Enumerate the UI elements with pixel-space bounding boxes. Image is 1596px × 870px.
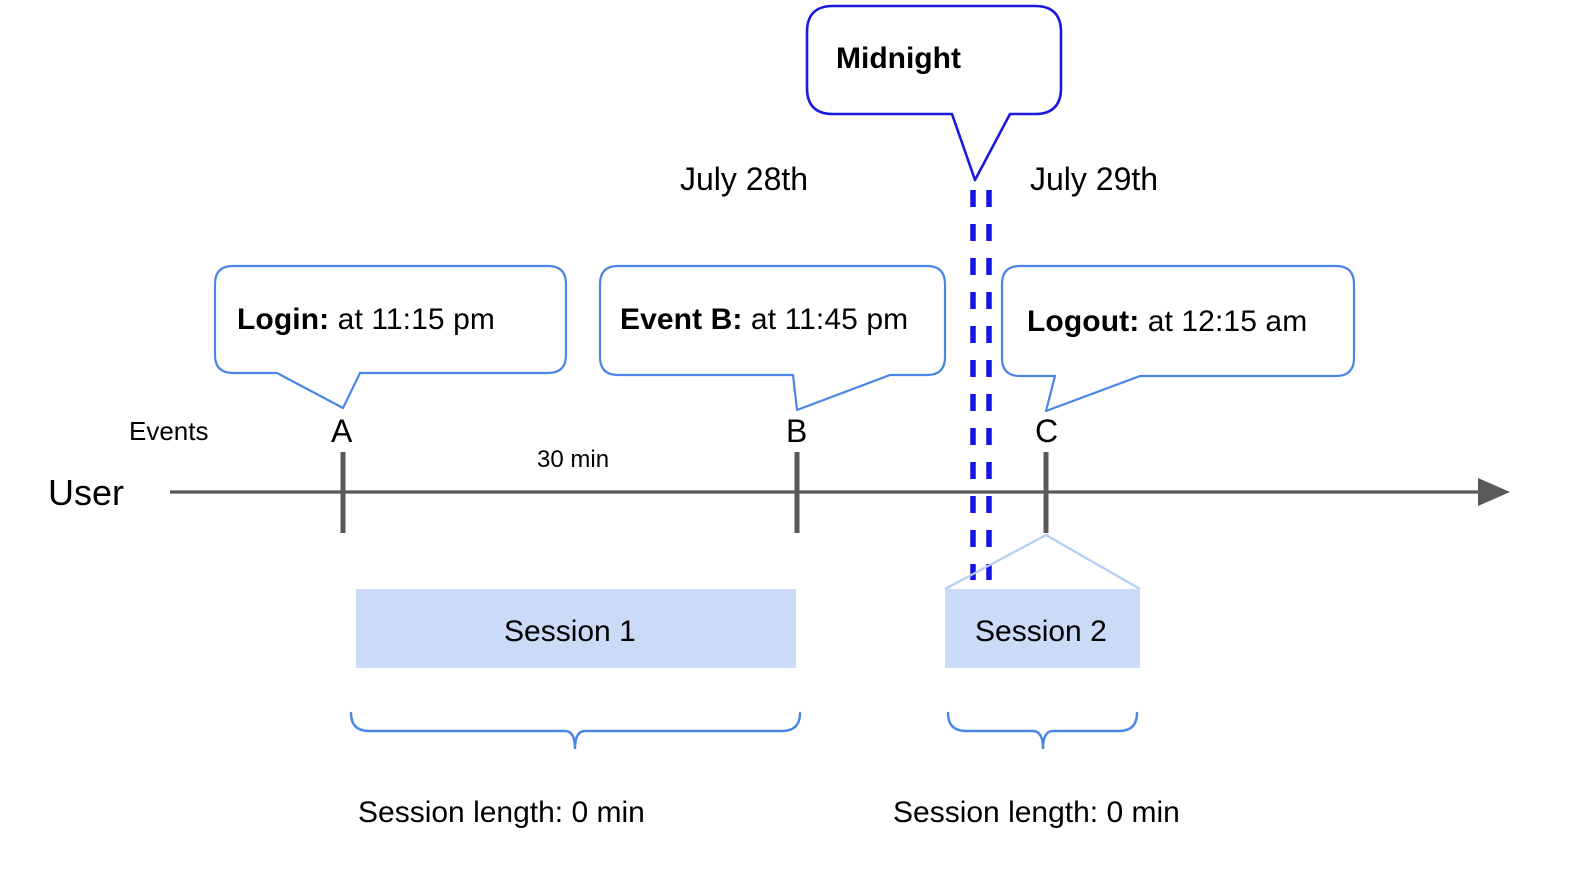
callout-label-login: Login: at 11:15 pm [237,305,495,335]
session-label-1: Session 1 [504,615,636,648]
date-label-july-28: July 28th [680,161,809,197]
event-letter-a: A [331,413,353,449]
callout-label-event-b: Event B: at 11:45 pm [620,305,908,335]
callout-label-login-bold: Login: [237,303,330,336]
session-1-brace [349,711,802,750]
session-2-guide-lines [944,533,1141,590]
event-tick-marks [340,452,1049,533]
session-length-label-1: Session length: 0 min [358,796,645,829]
duration-label-a-to-b: 30 min [537,446,610,473]
event-letter-c: C [1035,413,1059,449]
lane-label-user: User [48,472,125,513]
lane-label-events: Events [129,416,209,446]
session-bars [356,589,1140,668]
callout-shape-event-b [598,264,947,412]
session-2-brace [946,711,1139,750]
midnight-callout-label: Midnight [836,42,961,75]
callout-label-login-rest: at 11:15 pm [329,303,495,336]
midnight-callout-shape [805,4,1063,182]
session-label-2: Session 2 [975,615,1107,648]
callout-label-event-b-bold: Event B: [620,303,743,336]
midnight-dashed-lines [970,190,992,580]
event-letter-b: B [786,413,808,449]
timeline-axis [170,478,1510,506]
callout-label-logout-rest: at 12:15 am [1139,305,1308,338]
date-label-july-29: July 29th [1030,161,1159,197]
callout-label-logout: Logout: at 12:15 am [1027,307,1307,337]
callout-label-logout-bold: Logout: [1027,305,1140,338]
callout-shape-logout [1000,264,1356,413]
session-length-label-2: Session length: 0 min [893,796,1180,829]
callout-label-event-b-rest: at 11:45 pm [742,303,909,336]
callout-shape-login [213,264,568,410]
